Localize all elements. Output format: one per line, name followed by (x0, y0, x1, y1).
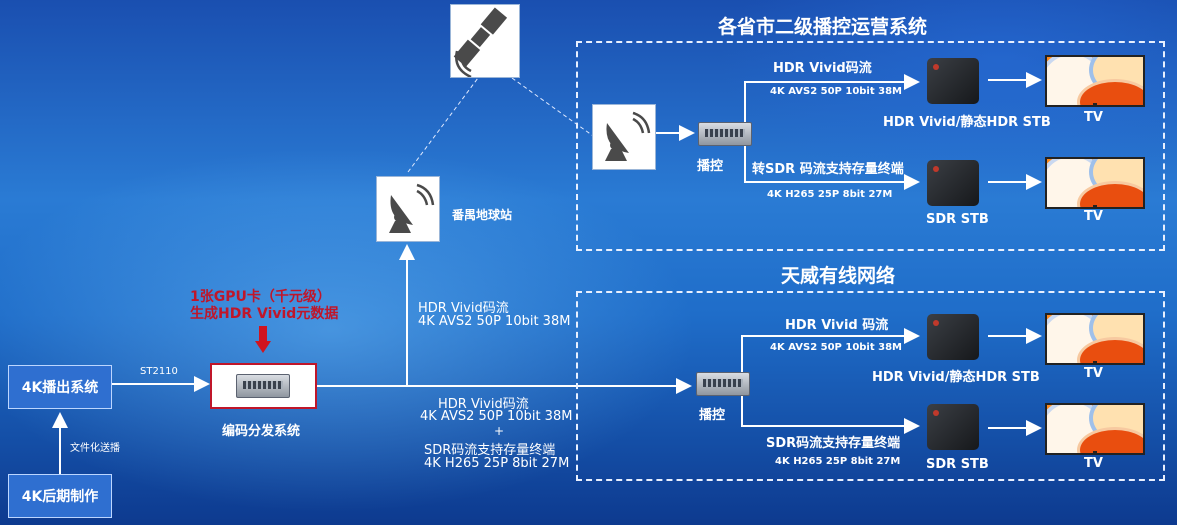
post-production-box[interactable]: 4K后期制作 (8, 474, 112, 518)
provincial-hdr-stream: HDR Vivid码流 (773, 61, 872, 76)
set-top-box-icon[interactable] (927, 314, 979, 360)
cable-hdr-stream: HDR Vivid 码流 (785, 318, 889, 333)
provincial-hdr-spec: 4K AVS2 50P 10bit 38M (770, 86, 902, 97)
satellite-dish-icon (605, 111, 651, 161)
uplink-spec-label: 4K AVS2 50P 10bit 38M (418, 314, 571, 329)
server-icon[interactable] (696, 372, 750, 396)
provincial-sdr-stb-label: SDR STB (926, 212, 989, 227)
main-spec-label: 4K AVS2 50P 10bit 38M (420, 409, 573, 424)
set-top-box-icon[interactable] (927, 58, 979, 104)
server-icon (236, 374, 290, 398)
tv-icon (1045, 157, 1145, 209)
cable-sdr-spec: 4K H265 25P 8bit 27M (775, 456, 901, 467)
arrow-down-icon (255, 326, 271, 354)
satellite[interactable] (450, 4, 520, 79)
cable-tv1-label: TV (1084, 366, 1103, 381)
cable-sdr-stb-label: SDR STB (926, 457, 989, 472)
server-icon[interactable] (698, 122, 752, 146)
cable-tv2-label: TV (1084, 456, 1103, 471)
main-sdr-label: SDR码流支持存量终端 (424, 443, 556, 458)
cable-region (576, 291, 1165, 481)
uplink-stream-label: HDR Vivid码流 (418, 301, 509, 316)
provincial-region (576, 41, 1165, 251)
provincial-tv1-label: TV (1084, 110, 1103, 125)
tv-icon (1045, 313, 1145, 365)
cable-hdr-stb-label: HDR Vivid/静态HDR STB (872, 370, 1040, 385)
earth-station-label: 番禺地球站 (452, 208, 513, 222)
cable-control-label: 播控 (699, 408, 726, 423)
main-sdr-spec-label: 4K H265 25P 8bit 27M (424, 456, 570, 471)
playout-system-box[interactable]: 4K播出系统 (8, 365, 112, 409)
satellite-dish-icon (389, 183, 435, 233)
provincial-tv2-label: TV (1084, 209, 1103, 224)
satellite-icon (453, 7, 508, 79)
provincial-region-title: 各省市二级播控运营系统 (718, 16, 928, 38)
provincial-control-label: 播控 (697, 159, 724, 174)
tv-icon (1045, 403, 1145, 455)
provincial-sdr-spec: 4K H265 25P 8bit 27M (767, 189, 893, 200)
file-send-label: 文件化送播 (70, 443, 120, 454)
st2110-label: ST2110 (140, 366, 178, 377)
cable-region-title: 天威有线网络 (781, 265, 896, 287)
main-stream-label: HDR Vivid码流 (438, 397, 529, 412)
provincial-dish[interactable] (592, 104, 656, 170)
main-plus-label: + (494, 424, 505, 438)
gpu-note-line1: 1张GPU卡（千元级） (190, 289, 331, 305)
cable-sdr-stream: SDR码流支持存量终端 (766, 436, 901, 451)
set-top-box-icon[interactable] (927, 160, 979, 206)
gpu-note-line2: 生成HDR Vivid元数据 (190, 306, 339, 322)
provincial-hdr-stb-label: HDR Vivid/静态HDR STB (883, 115, 1051, 130)
tv-icon (1045, 55, 1145, 107)
cable-hdr-spec: 4K AVS2 50P 10bit 38M (770, 342, 902, 353)
provincial-sdr-stream: 转SDR 码流支持存量终端 (752, 162, 904, 177)
earth-station-dish[interactable] (376, 176, 440, 242)
set-top-box-icon[interactable] (927, 404, 979, 450)
encoder-label: 编码分发系统 (222, 424, 301, 439)
encoder-device[interactable] (210, 363, 317, 409)
